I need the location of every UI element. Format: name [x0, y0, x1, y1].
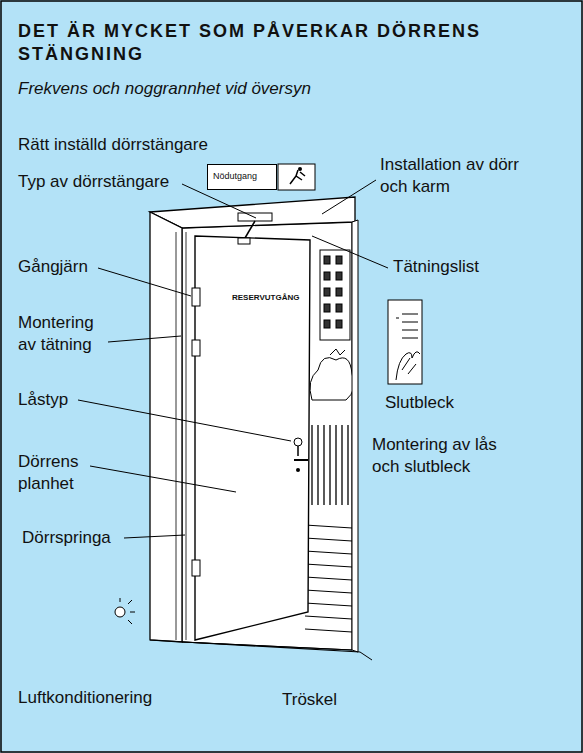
sign-text: Nödutgang	[213, 171, 271, 182]
callout-label: Installation av dörr och karm	[380, 154, 520, 198]
callout-label: Luftkonditionering	[18, 687, 218, 709]
callout-label: Slutbleck	[385, 392, 535, 414]
callout-label: Montering av tätning	[18, 312, 113, 356]
callout-label: Dörrens planhet	[18, 451, 108, 495]
diagram-title: DET ÄR MYCKET SOM PÅVERKAR DÖRRENS STÄNG…	[18, 20, 563, 66]
callout-label: Tröskel	[282, 689, 382, 711]
callout-label: Rätt inställd dörrstängare	[18, 134, 318, 156]
callout-label: RESERVUTGÅNG	[232, 293, 312, 303]
callout-label: Montering av lås och slutbleck	[372, 434, 522, 478]
sign-box: Nödutgang	[207, 164, 277, 190]
callout-label: Dörrspringa	[22, 527, 172, 549]
callout-label: Frekvens och noggrannhet vid översyn	[18, 78, 558, 100]
callout-label: Tätningslist	[393, 256, 543, 278]
callout-label: Typ av dörrstängare	[18, 171, 188, 193]
callout-label: Låstyp	[18, 389, 118, 411]
callout-label: Gångjärn	[18, 256, 138, 278]
